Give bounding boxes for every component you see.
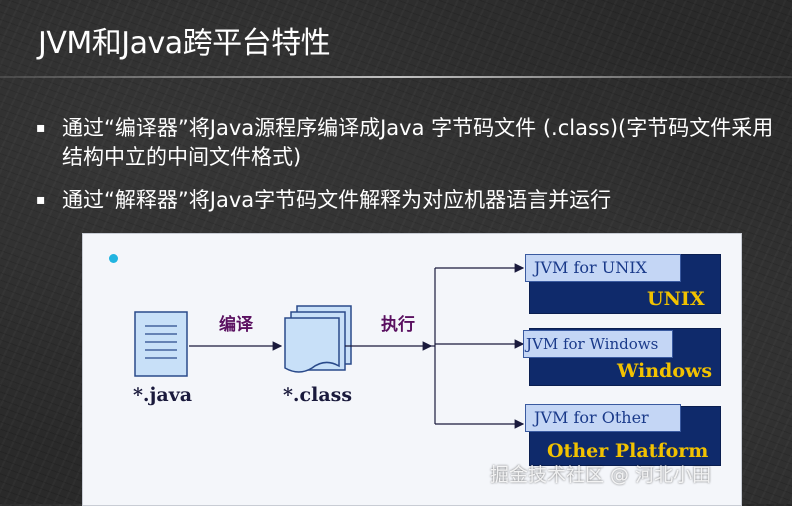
jvm-box-unix: JVM for UNIX	[525, 254, 681, 282]
platform-name-windows: Windows	[617, 360, 713, 382]
java-file-label: *.java	[133, 384, 193, 406]
class-file-label: *.class	[283, 384, 353, 406]
class-files-icon	[284, 305, 352, 373]
slide-title: JVM和Java跨平台特性	[38, 26, 331, 61]
bullet-square-icon: ▪	[36, 120, 46, 136]
diagram-panel: *.java *.class 编译 执行 JVM for UNIX UNIX J…	[82, 233, 742, 506]
java-file-icon	[134, 311, 188, 377]
platform-name-unix: UNIX	[647, 288, 705, 310]
title-divider	[0, 76, 792, 78]
jvm-box-windows: JVM for Windows	[523, 330, 673, 358]
bullet-text: 通过“编译器”将Java源程序编译成Java 字节码文件 (.class)(字节…	[62, 116, 774, 169]
cyan-dot-icon	[109, 254, 118, 263]
bullet-text: 通过“解释器”将Java字节码文件解释为对应机器语言并运行	[62, 188, 612, 212]
bullet-list: ▪ 通过“编译器”将Java源程序编译成Java 字节码文件 (.class)(…	[34, 114, 774, 229]
watermark: 掘金技术社区 @ 河北小田	[490, 464, 712, 486]
jvm-box-other: JVM for Other	[525, 404, 681, 432]
flow-diagram	[134, 263, 525, 429]
bullet-item-interpreter: ▪ 通过“解释器”将Java字节码文件解释为对应机器语言并运行	[34, 186, 774, 215]
compile-label: 编译	[219, 315, 253, 335]
platform-name-other: Other Platform	[547, 440, 709, 462]
bullet-square-icon: ▪	[36, 192, 46, 208]
execute-label: 执行	[381, 315, 415, 335]
bullet-item-compiler: ▪ 通过“编译器”将Java源程序编译成Java 字节码文件 (.class)(…	[34, 114, 774, 172]
